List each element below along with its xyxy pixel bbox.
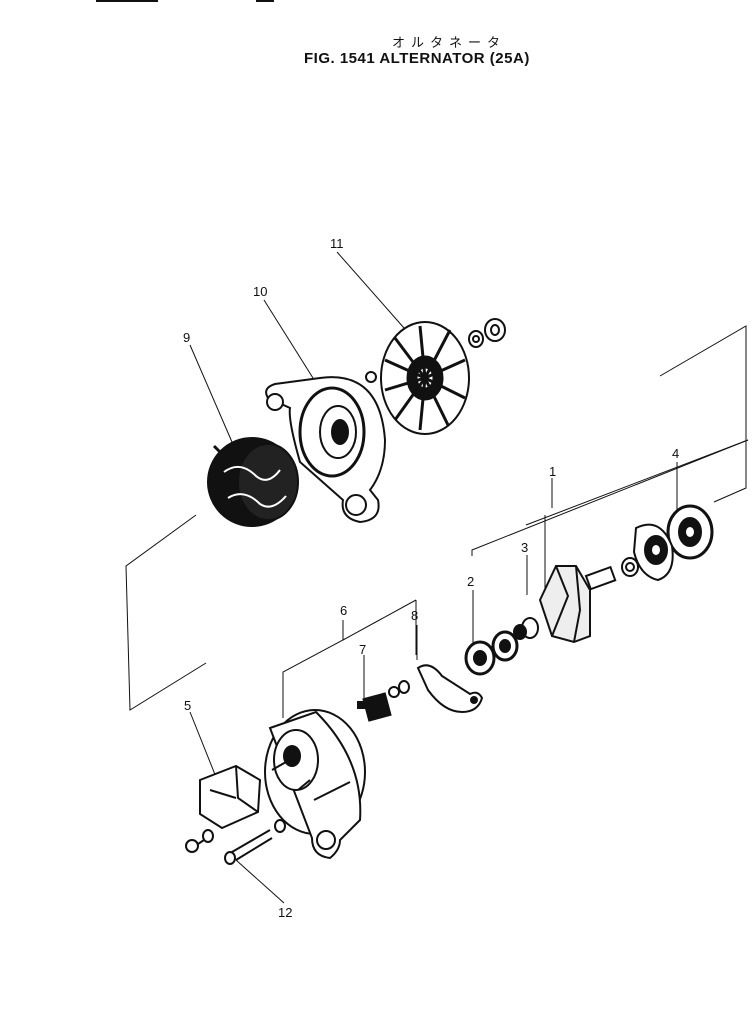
callout-6: 6 [340, 603, 347, 618]
callout-9: 9 [183, 330, 190, 345]
callout-4: 4 [672, 446, 679, 461]
callout-12: 12 [278, 905, 292, 920]
front-bearing [464, 640, 496, 676]
leader-line-11 [336, 251, 405, 329]
figure-title: FIG. 1541 ALTERNATOR (25A) [304, 50, 530, 67]
washer [468, 330, 484, 348]
callout-5: 5 [184, 698, 191, 713]
small-spacer [365, 371, 377, 383]
leader-bracket-right [659, 325, 747, 503]
leader-line-9 [189, 344, 233, 443]
front-bracket [265, 376, 387, 524]
brush-holder [357, 680, 410, 722]
callout-8: 8 [411, 608, 418, 623]
rear-bracket [264, 709, 366, 860]
bearing-retainer [632, 523, 674, 582]
callout-10: 10 [253, 284, 267, 299]
stator [207, 437, 299, 527]
leader-line-6a [282, 620, 344, 718]
rotor [513, 565, 617, 644]
fan [380, 321, 470, 435]
insulator-plate [416, 664, 484, 714]
callout-2: 2 [467, 574, 474, 589]
nut [484, 318, 506, 342]
leader-line-6b [342, 599, 417, 641]
screw [185, 839, 205, 853]
rear-bearing [666, 504, 714, 560]
callout-11: 11 [330, 236, 344, 251]
through-bolt [224, 819, 286, 865]
front-bearing-2 [491, 630, 519, 662]
leader-bracket-1b [525, 439, 749, 526]
callout-3: 3 [521, 540, 528, 555]
leader-bracket-left [125, 514, 207, 711]
callout-7: 7 [359, 642, 366, 657]
regulator [199, 764, 262, 830]
figure-subtitle-jp: オルタネータ [392, 36, 507, 51]
lock-washer [202, 829, 214, 843]
leader-line-12 [235, 859, 285, 904]
spacer-ring [621, 557, 639, 577]
leader-bracket-1a [471, 439, 749, 556]
leader-line-10 [263, 299, 319, 387]
callout-1: 1 [549, 464, 556, 479]
leader-line-5 [189, 711, 219, 783]
